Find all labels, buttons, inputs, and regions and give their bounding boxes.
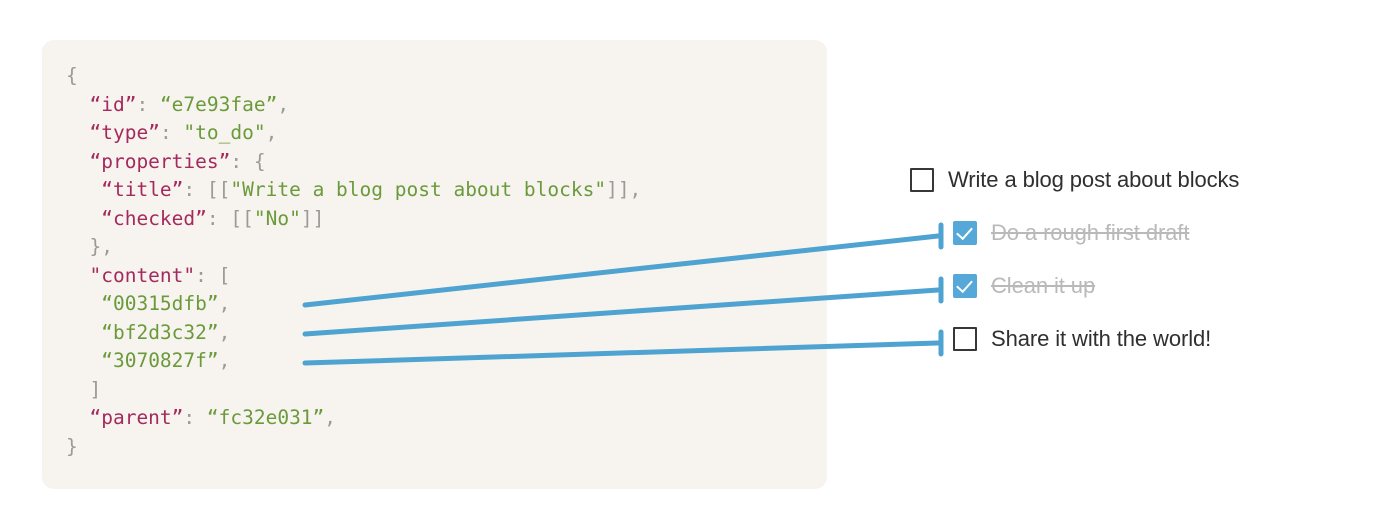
code-token-punc: : <box>136 92 160 116</box>
code-token-str: “fc32e031” <box>206 406 325 429</box>
checkbox-unchecked-icon[interactable] <box>953 327 977 351</box>
code-token-punc: { <box>66 64 78 87</box>
todo-item[interactable]: Share it with the world! <box>953 325 1370 353</box>
code-token-punc: : [[ <box>206 206 254 230</box>
code-token-punc: , <box>218 320 231 344</box>
code-line: “type”: "to_do", <box>66 119 641 148</box>
code-token-punc <box>66 207 101 230</box>
code-token-punc <box>66 406 89 429</box>
code-token-punc: , <box>277 92 290 116</box>
code-token-punc: , <box>265 121 278 144</box>
code-token-punc <box>66 150 89 173</box>
code-token-key: “title” <box>101 178 184 201</box>
code-token-str: "to_do" <box>183 121 266 144</box>
code-token-punc: }, <box>66 235 113 258</box>
todo-item[interactable]: Do a rough first draft <box>953 219 1370 247</box>
code-line: "content": [ <box>66 262 641 291</box>
checkbox-checked-icon[interactable] <box>953 221 977 245</box>
code-token-str: "Write a blog post about blocks" <box>230 178 607 201</box>
code-token-punc: , <box>218 292 231 315</box>
code-token-punc: : [ <box>195 263 231 287</box>
todo-item-label: Write a blog post about blocks <box>948 167 1240 192</box>
code-token-str: “e7e93fae” <box>159 92 278 116</box>
code-line: “parent”: “fc32e031”, <box>66 404 641 433</box>
code-line: ] <box>66 376 641 405</box>
code-line: “checked”: [["No"]] <box>66 205 641 234</box>
checkbox-unchecked-icon[interactable] <box>910 168 934 192</box>
code-token-key: “checked” <box>101 206 207 230</box>
code-token-punc: : <box>183 406 207 429</box>
code-token-punc <box>66 264 89 287</box>
code-token-punc <box>66 93 89 116</box>
code-line: “title”: [["Write a blog post about bloc… <box>66 176 641 205</box>
json-code-panel: { “id”: “e7e93fae”, “type”: "to_do", “pr… <box>42 40 827 489</box>
code-token-punc <box>66 292 101 315</box>
code-token-punc <box>66 349 101 372</box>
code-token-punc: : [[ <box>183 178 231 201</box>
code-token-punc: ]] <box>300 206 325 230</box>
code-token-punc: , <box>218 349 231 372</box>
code-token-key: “parent” <box>89 406 184 429</box>
code-token-key: “properties” <box>89 149 231 173</box>
code-token-key: “id” <box>89 92 137 116</box>
code-token-punc: : <box>159 121 184 144</box>
code-token-punc: , <box>324 406 337 429</box>
code-line: “3070827f”, <box>66 347 641 376</box>
code-line: “00315dfb”, <box>66 290 641 319</box>
code-line: “properties”: { <box>66 148 641 177</box>
code-token-str: “3070827f” <box>101 349 219 372</box>
code-token-str: “bf2d3c32” <box>101 320 219 344</box>
code-token-punc <box>66 321 101 344</box>
todo-list: Write a blog post about blocks Do a rough… <box>910 166 1370 353</box>
code-token-punc: ] <box>66 377 102 401</box>
code-line: }, <box>66 233 641 262</box>
code-token-punc <box>66 121 89 144</box>
code-line: } <box>66 433 641 462</box>
todo-item-label: Clean it up <box>991 273 1096 298</box>
todo-item-label: Do a rough first draft <box>991 220 1190 245</box>
todo-item-label: Share it with the world! <box>991 326 1212 351</box>
code-token-key: "content" <box>89 263 196 287</box>
todo-item[interactable]: Write a blog post about blocks <box>910 166 1370 194</box>
todo-item[interactable]: Clean it up <box>953 272 1370 300</box>
code-line: “id”: “e7e93fae”, <box>66 91 641 120</box>
code-line: { <box>66 62 641 91</box>
code-token-str: “00315dfb” <box>101 292 219 315</box>
code-token-punc: ]], <box>606 178 642 201</box>
checkbox-checked-icon[interactable] <box>953 274 977 298</box>
code-token-punc: : { <box>230 149 266 173</box>
json-code-text: { “id”: “e7e93fae”, “type”: "to_do", “pr… <box>66 62 641 461</box>
code-token-punc: } <box>66 434 78 458</box>
code-line: “bf2d3c32”, <box>66 319 641 348</box>
code-token-str: "No" <box>253 206 301 230</box>
code-token-punc <box>66 178 101 201</box>
code-token-key: “type” <box>89 121 160 144</box>
